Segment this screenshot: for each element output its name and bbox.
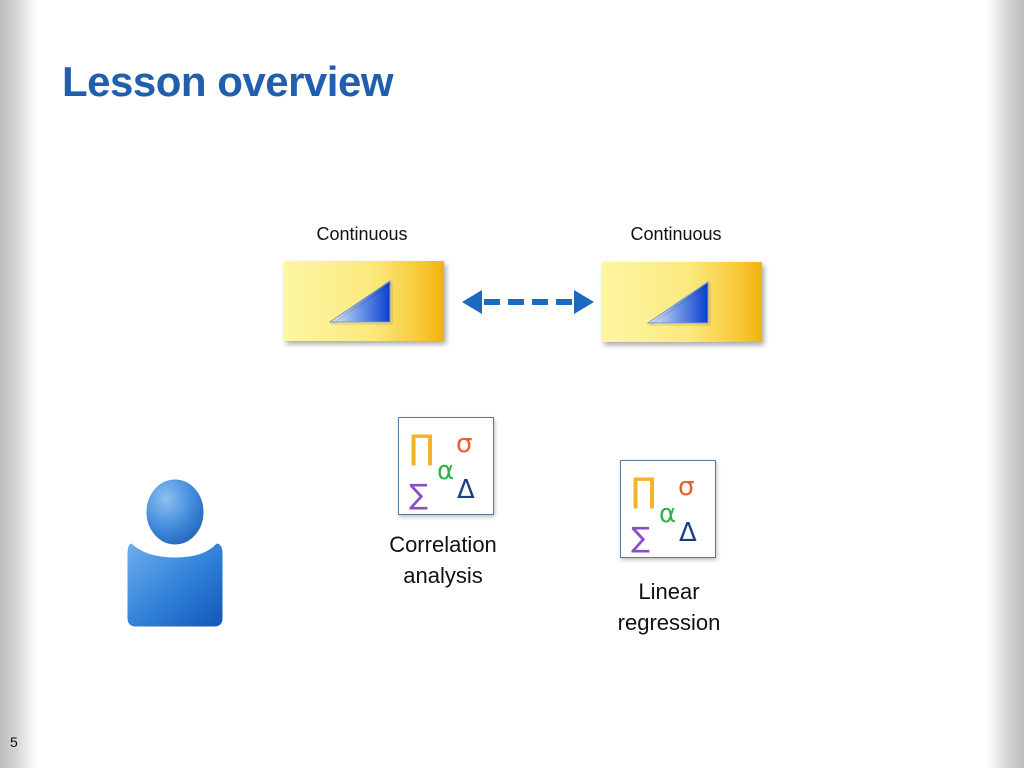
left-variable-box bbox=[284, 261, 444, 341]
method-line-1: Correlation bbox=[389, 532, 497, 557]
continuous-ramp-icon bbox=[646, 281, 711, 326]
slide-title: Lesson overview bbox=[62, 58, 393, 105]
slide-right-edge-shade bbox=[986, 0, 1024, 768]
person-icon bbox=[124, 476, 226, 630]
svg-text:∏: ∏ bbox=[409, 428, 435, 468]
method-line-2: regression bbox=[617, 610, 721, 635]
statistics-symbols-icon: ∏ σ α ∑ Δ bbox=[631, 471, 697, 554]
linear-regression-icon: ∏ σ α ∑ Δ bbox=[620, 460, 716, 558]
page-number: 5 bbox=[10, 734, 18, 750]
statistics-symbols-icon: ∏ σ α ∑ Δ bbox=[409, 428, 475, 511]
svg-text:Δ: Δ bbox=[457, 475, 475, 505]
method-line-1: Linear bbox=[638, 579, 700, 604]
linear-regression-caption: Linear regression bbox=[594, 576, 744, 638]
double-headed-dashed-arrow-icon bbox=[462, 290, 594, 314]
svg-text:α: α bbox=[659, 499, 676, 529]
svg-text:σ: σ bbox=[456, 429, 472, 459]
right-variable-box bbox=[602, 262, 762, 342]
correlation-analysis-icon: ∏ σ α ∑ Δ bbox=[398, 417, 494, 515]
svg-text:∏: ∏ bbox=[631, 471, 657, 511]
svg-text:Δ: Δ bbox=[679, 518, 697, 548]
svg-text:∑: ∑ bbox=[409, 478, 428, 511]
left-variable-label: Continuous bbox=[316, 224, 408, 244]
svg-text:∑: ∑ bbox=[631, 521, 650, 554]
correlation-analysis-caption: Correlation analysis bbox=[368, 529, 518, 591]
continuous-ramp-icon bbox=[328, 280, 393, 325]
svg-text:σ: σ bbox=[678, 472, 694, 502]
method-line-2: analysis bbox=[403, 563, 483, 588]
slide-left-edge-shade bbox=[0, 0, 38, 768]
right-variable-label: Continuous bbox=[630, 224, 722, 244]
svg-text:α: α bbox=[437, 456, 454, 486]
